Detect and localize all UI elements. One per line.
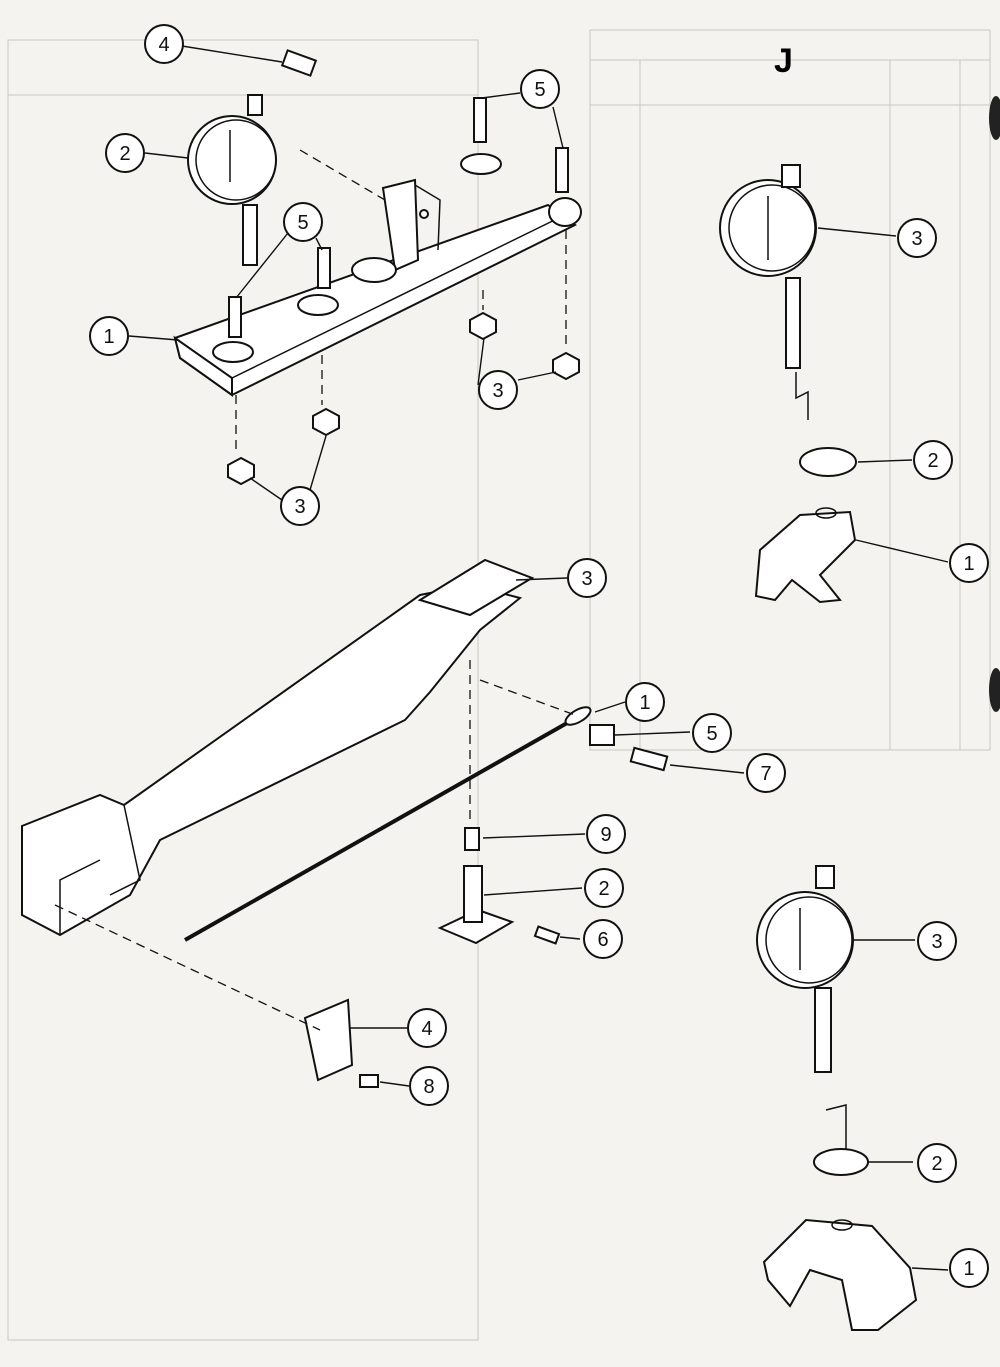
svg-text:2: 2 — [598, 878, 609, 900]
spacer — [589, 724, 615, 746]
svg-text:2: 2 — [931, 1153, 942, 1175]
boss — [212, 341, 254, 363]
hex-nut — [227, 456, 255, 486]
boss — [548, 197, 582, 227]
svg-text:1: 1 — [963, 1258, 974, 1280]
callout-bubble: 9 — [586, 814, 626, 854]
boss — [297, 294, 339, 316]
callout-bubble: 8 — [409, 1066, 449, 1106]
svg-text:4: 4 — [421, 1018, 432, 1040]
binder-hole-mark — [989, 668, 1000, 712]
svg-text:5: 5 — [297, 212, 308, 234]
svg-text:1: 1 — [963, 553, 974, 575]
svg-text:3: 3 — [931, 931, 942, 953]
assembly-dial-indicator-upper — [719, 164, 949, 604]
callouts: 4 2 5 5 1 3 3 3 2 1 3 1 5 7 9 2 6 4 8 3 … — [89, 24, 989, 1288]
callout-bubble: 2 — [913, 440, 953, 480]
knurled-collar — [799, 447, 857, 477]
indicator-clamp — [762, 1218, 918, 1331]
callout-bubble: 2 — [917, 1143, 957, 1183]
callout-bubble: 5 — [692, 713, 732, 753]
callout-bubble: 3 — [917, 921, 957, 961]
svg-text:1: 1 — [639, 692, 650, 714]
callout-bubble: 1 — [625, 682, 665, 722]
svg-text:3: 3 — [911, 228, 922, 250]
callout-bubble: 3 — [280, 486, 320, 526]
svg-text:3: 3 — [581, 568, 592, 590]
svg-text:3: 3 — [492, 380, 503, 402]
svg-text:5: 5 — [706, 723, 717, 745]
binder-hole-mark — [989, 96, 1000, 140]
beam-top-pad — [417, 558, 535, 617]
svg-text:3: 3 — [294, 496, 305, 518]
beam-arm — [21, 583, 523, 937]
hex-nut — [552, 351, 580, 381]
pin — [533, 925, 561, 945]
dial-indicator — [756, 891, 854, 989]
page-letter: J — [774, 42, 793, 80]
spring — [464, 827, 480, 851]
callout-bubble: 6 — [583, 919, 623, 959]
thumb-screw — [280, 49, 318, 77]
svg-text:2: 2 — [927, 450, 938, 472]
screw — [473, 97, 487, 143]
indicator-bracket — [381, 178, 420, 272]
bleed-through — [7, 29, 991, 1341]
callout-bubble: 1 — [949, 543, 989, 583]
svg-text:7: 7 — [760, 763, 771, 785]
boss — [460, 153, 502, 175]
callout-bubble: 3 — [478, 370, 518, 410]
plate-hole — [351, 257, 397, 283]
hex-nut — [312, 407, 340, 437]
screw — [359, 1074, 379, 1088]
callout-bubble: 2 — [584, 868, 624, 908]
callout-bubble: 5 — [283, 202, 323, 242]
callout-bubble: 4 — [144, 24, 184, 64]
assembly-gauge-fixture-plate — [128, 45, 582, 501]
svg-text:1: 1 — [103, 326, 114, 348]
callout-bubble: 4 — [407, 1008, 447, 1048]
assembly-dial-indicator-lower — [756, 865, 949, 1331]
base-plate-edge — [173, 335, 233, 397]
callout-bubble: 3 — [567, 558, 607, 598]
svg-text:5: 5 — [534, 79, 545, 101]
post — [463, 865, 483, 923]
hex-nut — [469, 311, 497, 341]
svg-text:4: 4 — [158, 34, 169, 56]
indicator-clamp — [754, 510, 857, 604]
svg-text:2: 2 — [119, 143, 130, 165]
index-plate — [303, 998, 354, 1082]
screw — [317, 247, 331, 289]
callout-bubble: 7 — [746, 753, 786, 793]
dial-indicator — [187, 115, 277, 205]
callout-bubble: 1 — [949, 1248, 989, 1288]
assembly-scale-beam-arm — [21, 558, 745, 1088]
callout-bubble: 2 — [105, 133, 145, 173]
callout-bubble: 3 — [897, 218, 937, 258]
callout-bubble: 1 — [89, 316, 129, 356]
svg-text:6: 6 — [597, 929, 608, 951]
svg-text:9: 9 — [600, 824, 611, 846]
knurled-collar — [813, 1148, 869, 1176]
callout-bubble: 5 — [520, 69, 560, 109]
screw — [228, 296, 242, 338]
screw — [555, 147, 569, 193]
svg-text:8: 8 — [423, 1076, 434, 1098]
screw — [629, 746, 669, 772]
